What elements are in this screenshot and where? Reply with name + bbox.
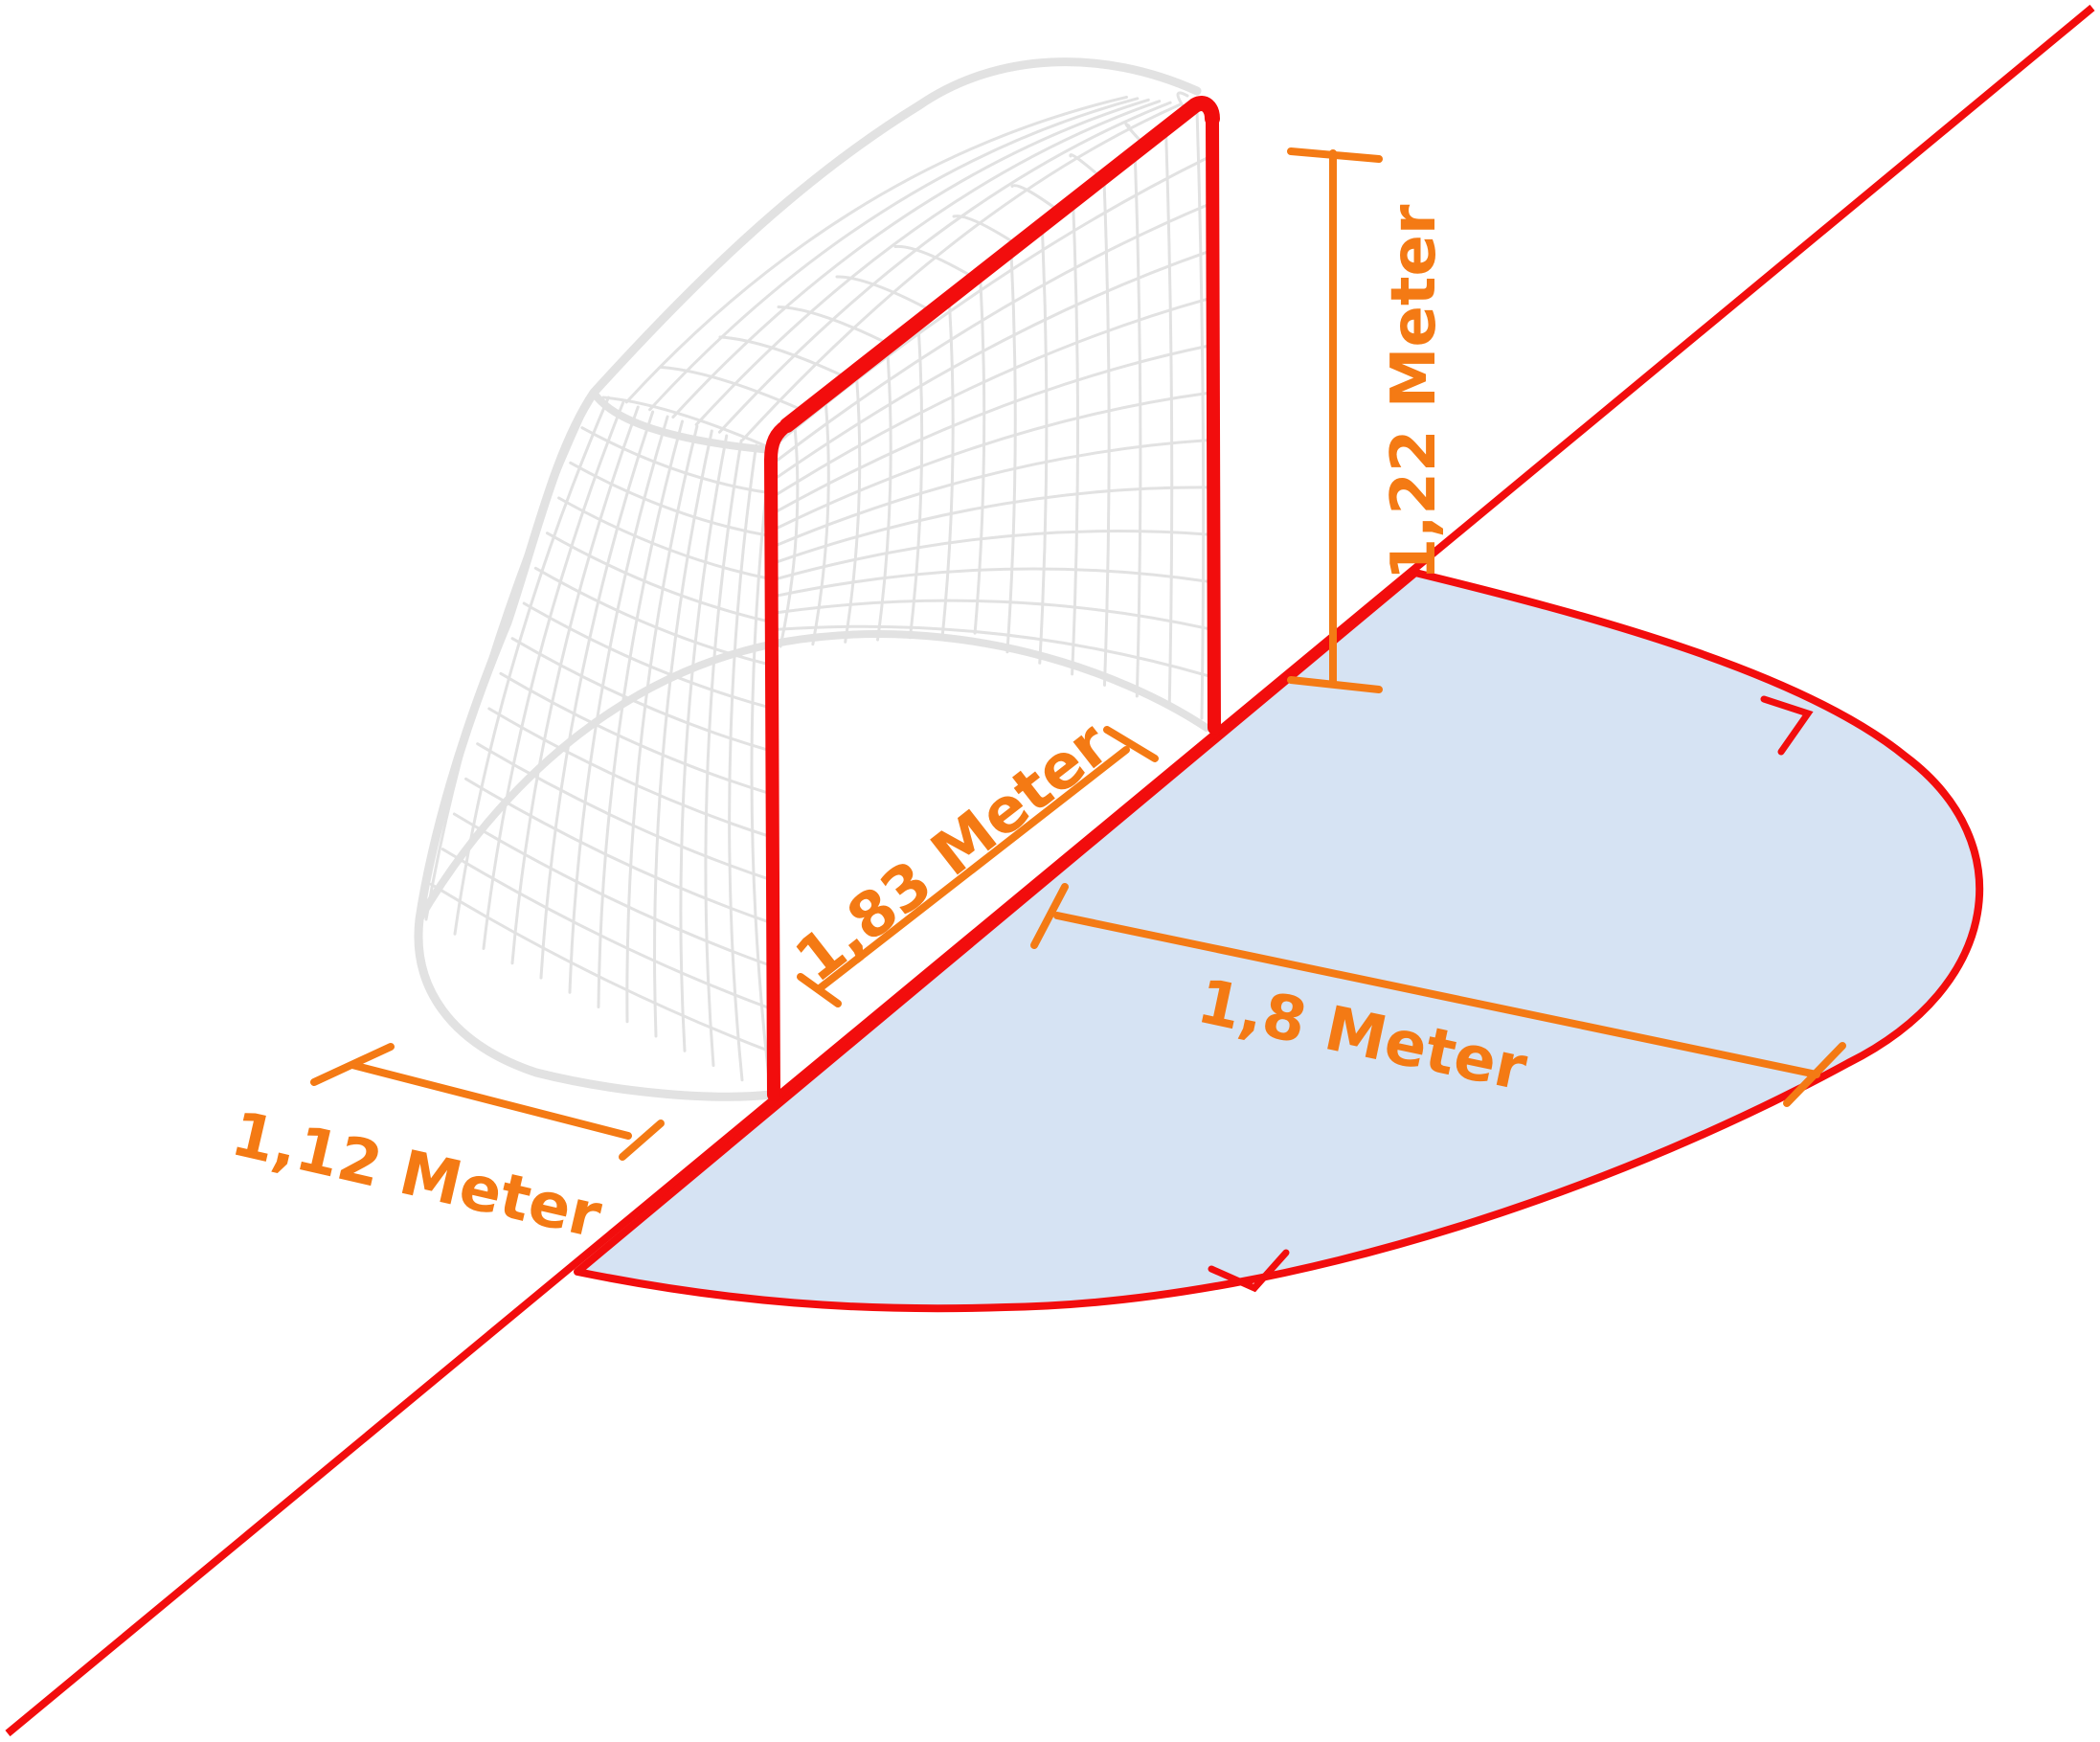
net-mesh-line	[568, 415, 669, 994]
width-dimension-cap-end	[1103, 726, 1159, 762]
net-mesh-line	[597, 419, 684, 1008]
net-mesh-line	[482, 400, 625, 950]
net-mesh-line	[811, 400, 830, 646]
net-mesh-line	[876, 351, 892, 642]
depth-dimension-cap-end	[619, 1120, 665, 1161]
net-top-rim	[590, 389, 775, 454]
net-mesh-line	[776, 530, 1210, 580]
net-mesh-line	[717, 101, 1172, 434]
net-mesh-line	[1005, 254, 1017, 654]
net-mesh-line	[440, 848, 773, 1010]
depth-dimension-line	[349, 1061, 632, 1140]
net-mesh-line	[545, 532, 773, 623]
net-mesh-line	[429, 882, 773, 1053]
crease-dimension-cap-end	[1783, 1042, 1846, 1107]
net-mesh-line	[777, 305, 897, 350]
net-mesh-line	[1038, 230, 1049, 665]
goal-frame	[764, 96, 1221, 1101]
width-dimension	[797, 726, 1159, 1007]
width-dimension-line	[816, 746, 1130, 992]
net-mesh-line	[741, 102, 1184, 441]
net-mesh-line	[533, 566, 773, 667]
net-mesh-line	[679, 434, 729, 1052]
net-mesh-line	[844, 375, 862, 644]
net-mesh-line	[464, 777, 773, 925]
height-dimension	[1287, 147, 1383, 693]
net-mesh-line	[776, 567, 1210, 598]
net-mesh-line	[499, 671, 773, 796]
depth-dimension-cap-start	[310, 1043, 395, 1086]
net-mesh-line	[718, 335, 856, 383]
height-label: 1,22 Meter	[1379, 204, 1450, 580]
net-mesh	[424, 91, 1210, 1097]
height-dimension-cap-top	[1287, 147, 1383, 163]
net-mesh-line	[776, 624, 1210, 678]
net-outline	[414, 57, 1202, 1101]
net-mesh-line	[776, 202, 1210, 462]
net-mesh-line	[776, 155, 1210, 445]
net-mesh-line	[557, 496, 773, 581]
net-mesh-line	[973, 279, 986, 635]
net-mesh-line	[624, 95, 1128, 404]
net-mesh-line	[424, 391, 596, 921]
crease-hash-marks	[1208, 695, 1814, 1293]
dimension-lines	[310, 147, 1846, 1161]
net-mesh-line	[776, 391, 1210, 530]
net-mesh-line	[908, 327, 924, 640]
goal-net	[414, 57, 1210, 1101]
net-mesh-line	[776, 250, 1210, 479]
net-mesh-line	[660, 366, 814, 417]
crease-dimension-line	[1053, 912, 1820, 1078]
depth-label: 1,12 Meter	[225, 1098, 608, 1253]
net-mesh-line	[893, 244, 981, 283]
net-mesh-line	[487, 707, 773, 839]
net-mesh-line	[671, 98, 1150, 419]
net-mesh-line	[1071, 206, 1079, 676]
net-mesh-line	[569, 461, 773, 538]
width-dimension-cap-start	[797, 973, 842, 1007]
net-mesh-line	[776, 486, 1210, 564]
net-mesh-line	[940, 303, 955, 637]
crease-dimension	[1030, 883, 1846, 1107]
net-mesh-line	[776, 439, 1210, 547]
net-mesh-line	[776, 599, 1210, 631]
net-mesh-line	[510, 637, 773, 753]
net-mesh-line	[835, 275, 939, 316]
net-mesh-line	[653, 429, 713, 1038]
net-mesh-line	[704, 439, 743, 1067]
net-mesh-line	[694, 100, 1162, 426]
crease-hash-mark	[1760, 695, 1814, 756]
net-mesh-line	[453, 396, 610, 936]
net-mesh-line	[750, 448, 773, 1097]
net-mesh-line	[648, 97, 1140, 412]
net-mesh-line	[1195, 108, 1206, 720]
net-mesh-line	[452, 812, 773, 967]
net-mesh-line	[1133, 157, 1142, 698]
net-mesh-line	[522, 601, 773, 710]
net-mesh-line	[776, 344, 1210, 512]
crease-hash-mark	[1208, 1249, 1290, 1293]
right-post	[1206, 112, 1221, 735]
net-mesh-line	[476, 742, 773, 882]
net-mesh-line	[728, 443, 758, 1082]
net-mesh-line	[580, 426, 773, 495]
net-mesh-line	[776, 297, 1210, 496]
crease-dimension-cap-start	[1030, 883, 1069, 949]
net-mesh-line	[1164, 132, 1174, 709]
height-dimension-cap-bottom	[1287, 676, 1383, 693]
goal-line	[5, 4, 2095, 1737]
depth-dimension	[310, 1043, 665, 1161]
